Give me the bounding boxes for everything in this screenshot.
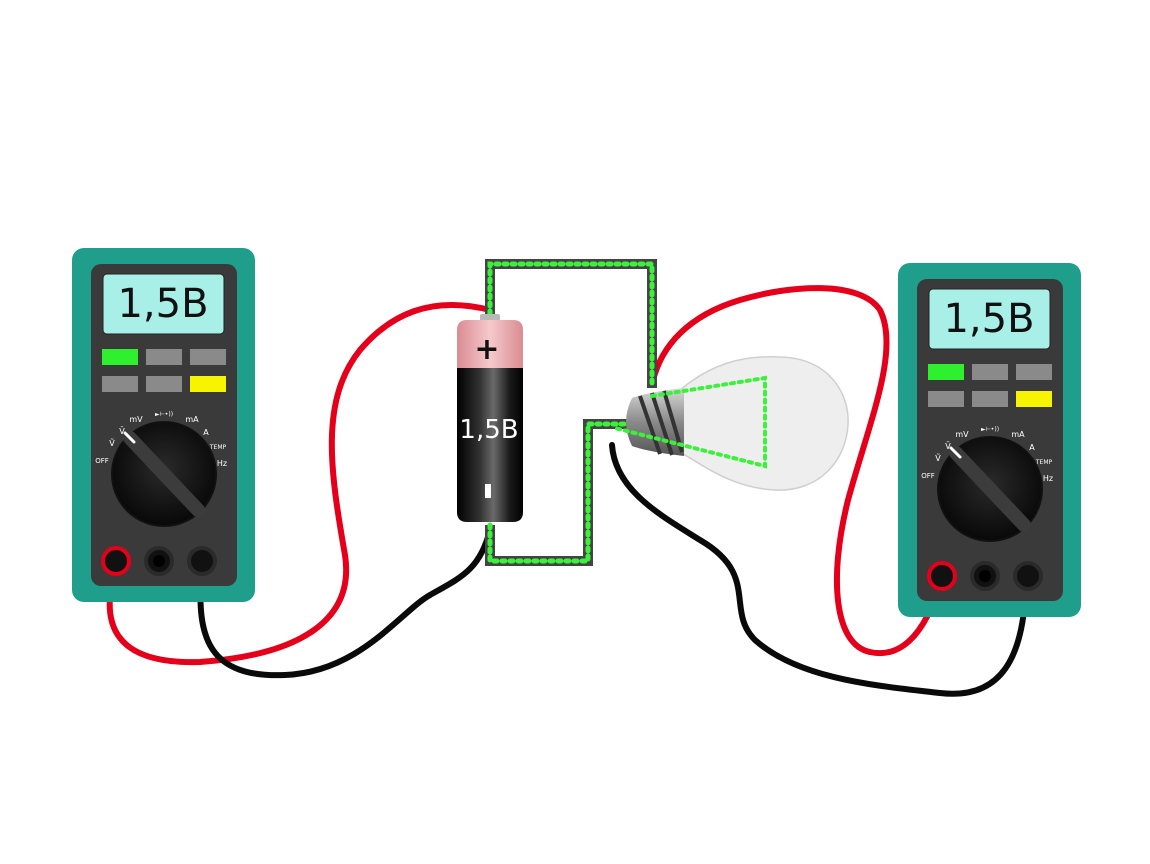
dial-label-off: OFF	[921, 472, 935, 480]
dial-label-a: A	[203, 428, 209, 437]
left-red-wire	[106, 301, 493, 666]
button-yellow[interactable]	[1016, 391, 1052, 407]
bulb-threads	[638, 390, 684, 456]
button-gray-2[interactable]	[1016, 364, 1052, 380]
dial-label-v-dc: V̄	[119, 426, 125, 436]
dial-label-ma: mA	[185, 415, 199, 424]
circuit-loop	[485, 259, 657, 566]
jacks	[101, 546, 217, 576]
light-bulb-icon	[613, 356, 849, 491]
circuit-current-dots	[487, 261, 655, 564]
right-black-wire	[609, 442, 1029, 697]
button-gray-4[interactable]	[146, 376, 182, 392]
dial-label-diode: ►⊢•))	[155, 411, 173, 418]
button-green[interactable]	[102, 349, 138, 365]
dial-label-temp: TEMP	[209, 444, 227, 451]
button-green[interactable]	[928, 364, 964, 380]
dial-label-off: OFF	[95, 457, 109, 465]
bulb-filament-dots	[613, 375, 767, 469]
button-gray-1[interactable]	[972, 364, 1008, 380]
red-jack[interactable]	[927, 561, 957, 591]
lcd-reading: 1,5B	[117, 281, 208, 327]
dial-label-v-ac: Ṽ	[935, 452, 941, 463]
dial-label-a: A	[1029, 443, 1035, 452]
rotary-dial[interactable]	[937, 436, 1043, 542]
right-red-wire	[649, 285, 943, 657]
button-gray-3[interactable]	[102, 376, 138, 392]
left-black-wire	[197, 527, 493, 679]
battery-minus: -	[520, 539, 521, 541]
dial-label-hz: Hz	[217, 459, 227, 468]
lcd-display	[928, 288, 1051, 350]
black-jack[interactable]	[187, 546, 217, 576]
left-multimeter: 1,5B OFF Ṽ V̄ mV ►⊢•)) mA A TEMP Hz	[72, 248, 255, 602]
battery-voltage: 1,5B	[459, 415, 518, 445]
battery-plus: +	[474, 332, 499, 367]
right-multimeter: 1,5B OFF Ṽ V̄ mV ►⊢•)) mA A TEMP Hz	[898, 263, 1081, 617]
button-gray-2[interactable]	[190, 349, 226, 365]
button-gray-1[interactable]	[146, 349, 182, 365]
button-gray-4[interactable]	[972, 391, 1008, 407]
dial-label-mv: mV	[955, 430, 969, 439]
battery-body	[457, 368, 523, 522]
dial-pointer	[123, 431, 136, 444]
battery-top	[457, 320, 523, 368]
right-meter-wires	[609, 285, 1029, 697]
button-gray-3[interactable]	[928, 391, 964, 407]
dial-label-hz: Hz	[1043, 474, 1053, 483]
black-jack[interactable]	[1013, 561, 1043, 591]
dial-label-temp: TEMP	[1035, 459, 1053, 466]
dial-label-v-dc: V̄	[945, 441, 951, 451]
battery-minus-mark	[485, 484, 491, 498]
left-meter-wires	[106, 301, 493, 679]
battery-icon: + 1,5B -	[457, 314, 523, 541]
lcd-display	[102, 273, 225, 335]
button-yellow[interactable]	[190, 376, 226, 392]
red-jack[interactable]	[101, 546, 131, 576]
dial-label-diode: ►⊢•))	[981, 426, 999, 433]
dial-label-v-ac: Ṽ	[109, 437, 115, 448]
dial-label-ma: mA	[1011, 430, 1025, 439]
lcd-reading: 1,5B	[943, 296, 1034, 342]
dial-label-mv: mV	[129, 415, 143, 424]
dial-pointer	[949, 446, 962, 459]
rotary-dial[interactable]	[111, 421, 217, 527]
jacks	[927, 561, 1043, 591]
